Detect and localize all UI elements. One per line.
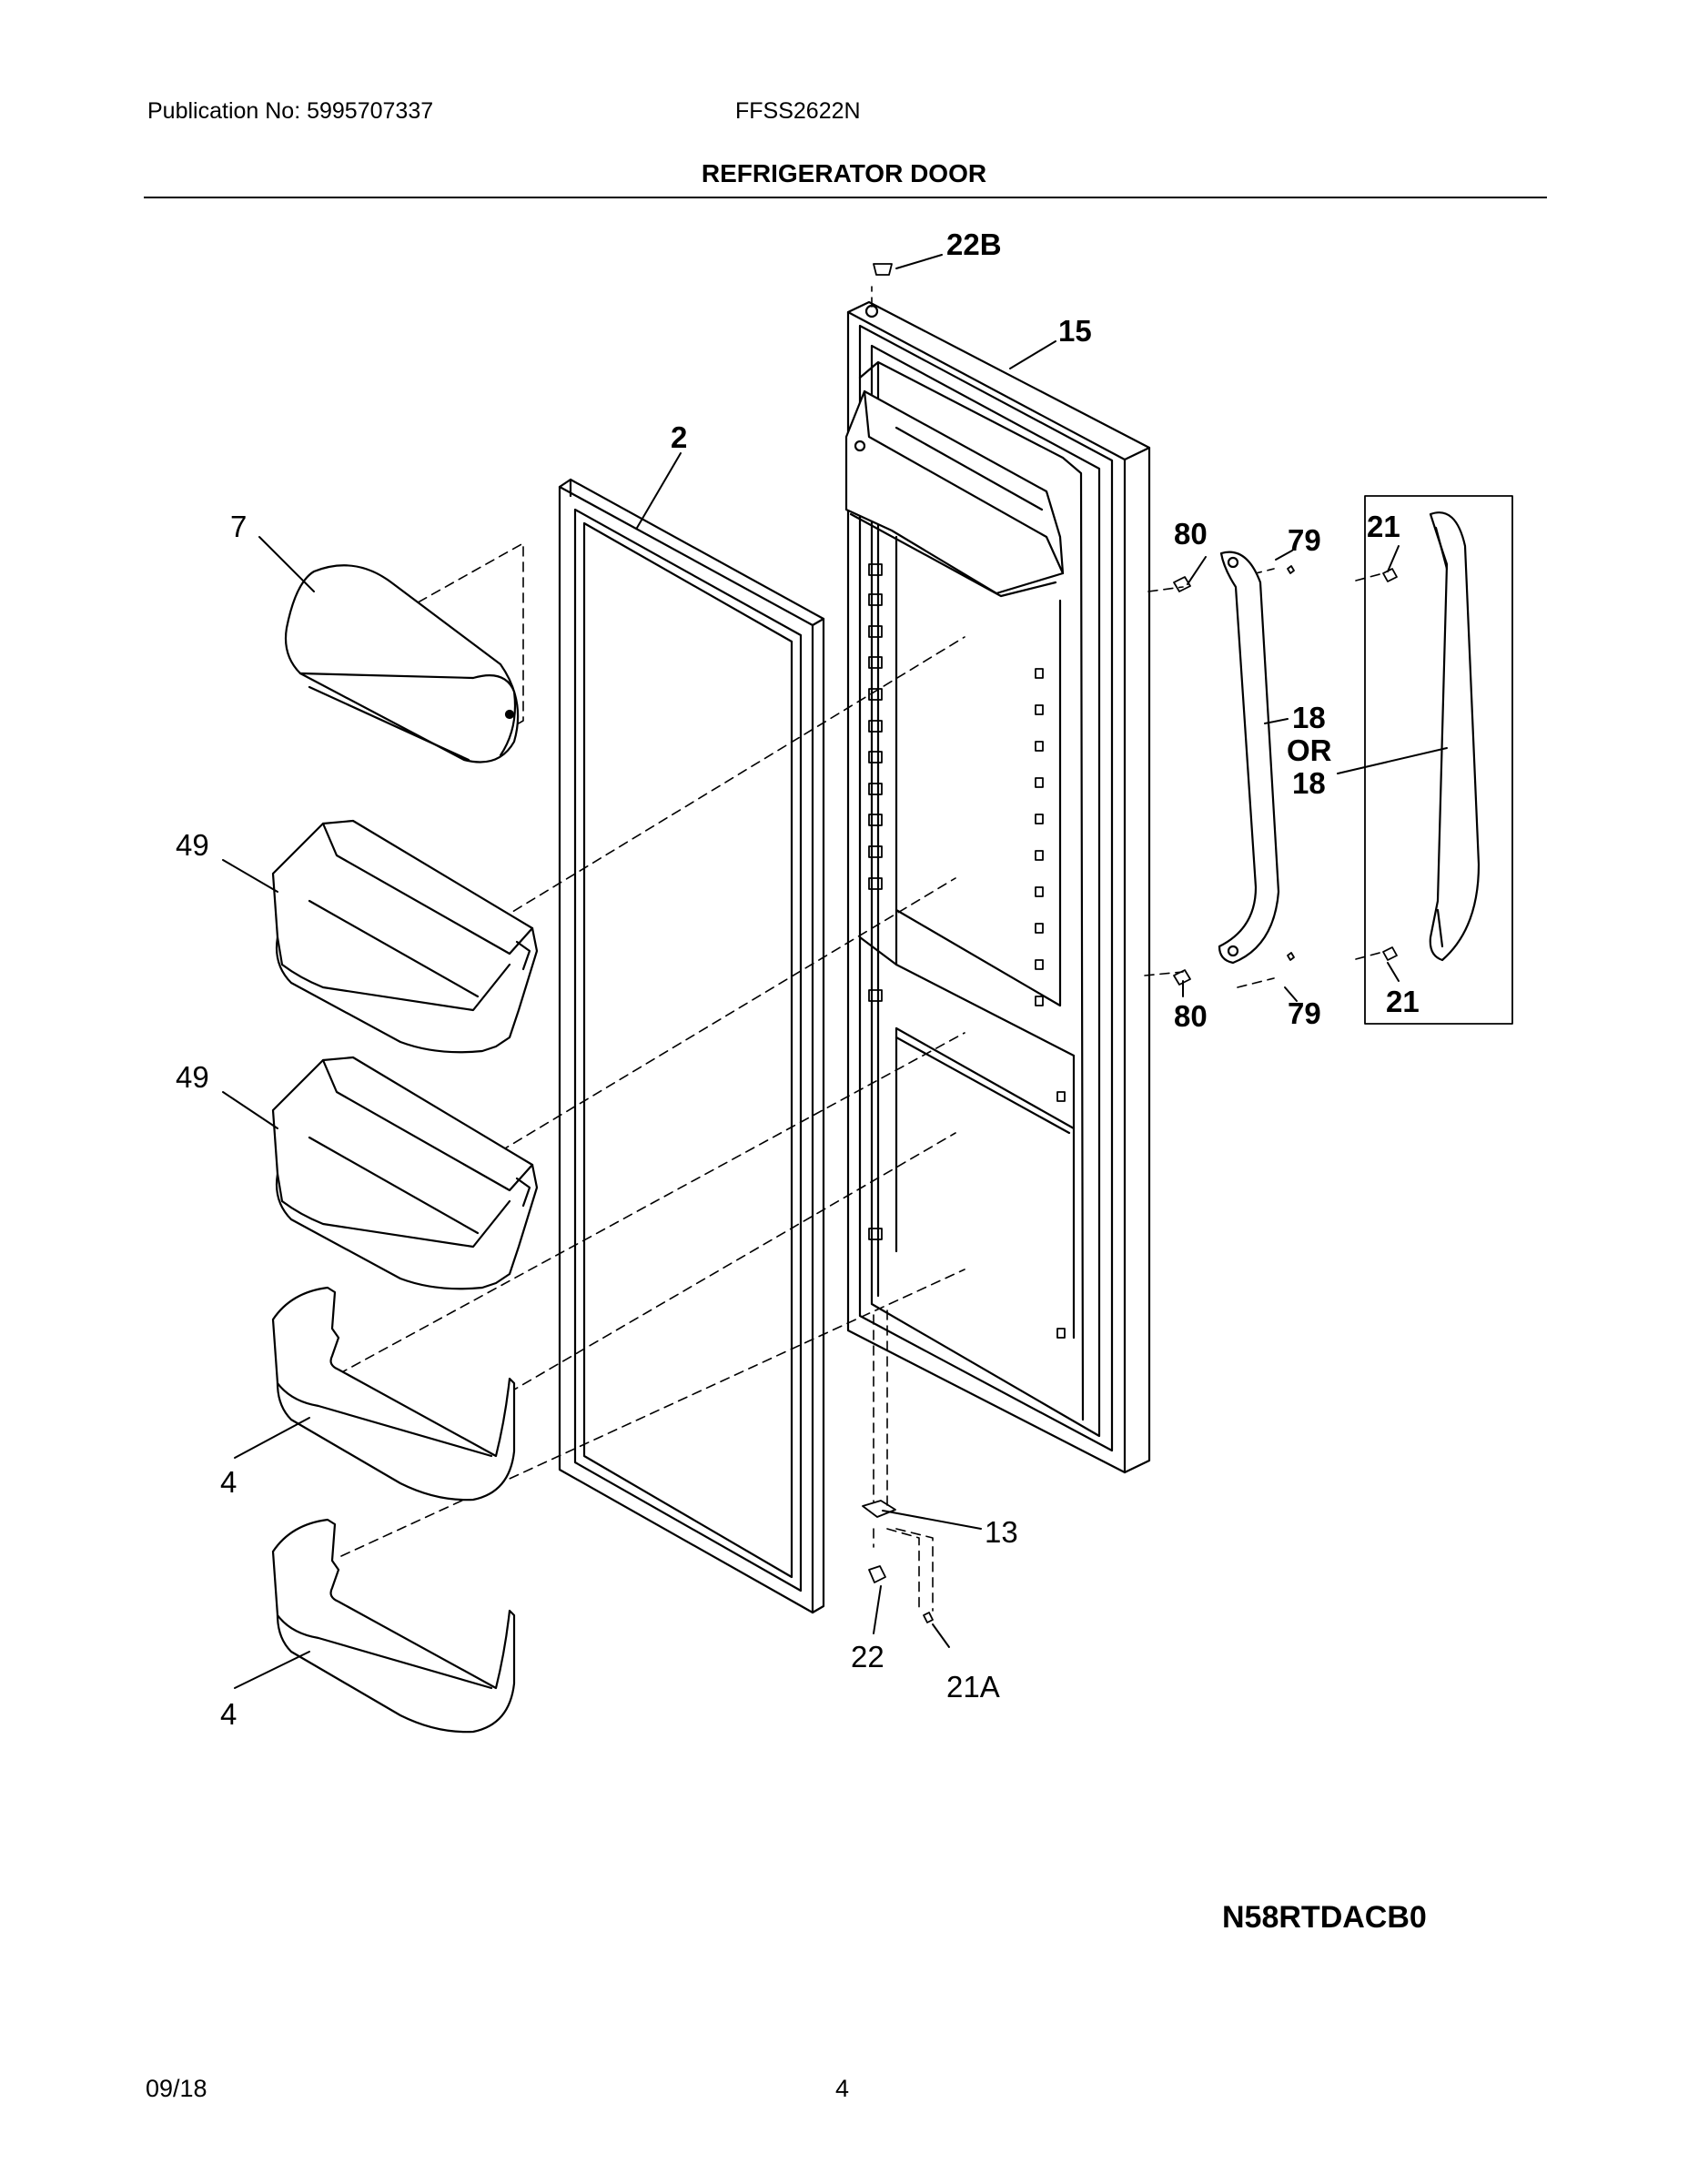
callout-18-b: 18 <box>1292 766 1326 800</box>
callout-4-bottom: 4 <box>220 1697 237 1731</box>
callout-leaders <box>222 254 1448 1689</box>
callout-21A: 21A <box>946 1670 1000 1704</box>
callout-21-bottom: 21 <box>1386 985 1420 1018</box>
callout-13: 13 <box>985 1515 1018 1549</box>
callout-21-top: 21 <box>1367 510 1400 543</box>
model-number: FFSS2622N <box>735 98 861 124</box>
callout-22B: 22B <box>946 228 1002 261</box>
alt-handle-part <box>1364 495 1513 1025</box>
header-rule <box>144 197 1547 198</box>
door-shelf-upper-part <box>271 1286 516 1502</box>
footer-date: 09/18 <box>146 2075 207 2102</box>
callout-80-top: 80 <box>1174 517 1208 551</box>
page-number: 4 <box>835 2075 850 2102</box>
page-title: REFRIGERATOR DOOR <box>701 159 987 187</box>
callout-2: 2 <box>671 420 687 454</box>
door-bin-upper-part <box>271 819 539 1054</box>
callout-79-bottom: 79 <box>1288 996 1321 1030</box>
callout-22: 22 <box>851 1640 884 1673</box>
publication-number: Publication No: 5995707337 <box>147 98 434 124</box>
callout-or: OR <box>1287 733 1332 767</box>
dairy-door-cover-part <box>284 564 520 763</box>
door-gasket-part <box>558 478 825 1614</box>
door-handle-part <box>1218 551 1280 965</box>
door-shelf-lower-part <box>271 1518 516 1734</box>
drawing-code: N58RTDACB0 <box>1222 1900 1427 1935</box>
callout-4-top: 4 <box>220 1465 237 1499</box>
callout-49-top: 49 <box>176 828 209 862</box>
callout-15: 15 <box>1058 314 1092 348</box>
callout-18-a: 18 <box>1292 701 1326 734</box>
door-bin-lower-part <box>271 1056 539 1290</box>
door-liner-part <box>844 300 1151 1474</box>
callout-79-top: 79 <box>1288 523 1321 557</box>
callout-49-bottom: 49 <box>176 1060 209 1094</box>
fasteners <box>862 263 1398 1623</box>
callout-80-bottom: 80 <box>1174 999 1208 1033</box>
callout-7: 7 <box>230 510 247 543</box>
